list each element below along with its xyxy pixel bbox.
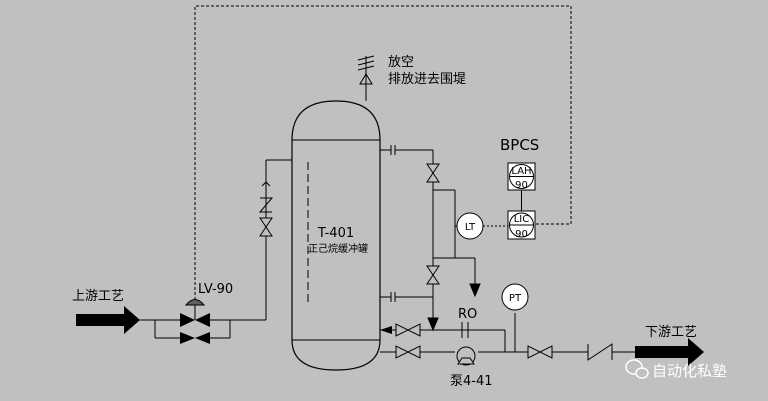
- vessel-t401[interactable]: [291, 100, 381, 371]
- lic-controller-instrument[interactable]: [507, 210, 536, 240]
- pt-code: PT: [509, 293, 522, 304]
- lic-code: LIC: [514, 214, 530, 225]
- bridle-lower-valve-icon[interactable]: [426, 265, 440, 285]
- lt-code: LT: [465, 222, 476, 233]
- bridle-upper-valve-icon[interactable]: [426, 163, 440, 183]
- bypass-valve-icon[interactable]: [180, 332, 210, 344]
- lah-code: LAH: [511, 166, 531, 177]
- pump-icon[interactable]: [456, 346, 476, 366]
- downstream-label: 下游工艺: [645, 325, 697, 340]
- upstream-arrow-icon: [76, 306, 140, 334]
- vent-destination: 排放进去围堤: [388, 72, 466, 87]
- pump-suction-valve-icon[interactable]: [395, 345, 421, 359]
- lic-number: 90: [515, 229, 528, 240]
- bridle-drain-arrow-icon: [427, 317, 439, 332]
- discharge-check-valve-icon[interactable]: [587, 343, 613, 361]
- vessel-tag: T-401: [317, 226, 354, 241]
- check-valve-icon[interactable]: [258, 197, 274, 213]
- pump-tag: 泵4-41: [450, 374, 493, 389]
- bpcs-label: BPCS: [500, 136, 539, 154]
- inlet-isolation-valve-icon[interactable]: [259, 217, 273, 237]
- pressure-transmitter[interactable]: [501, 283, 529, 311]
- vent-label: 放空: [388, 55, 414, 70]
- vent-line: [357, 55, 375, 101]
- lv90-tag: LV-90: [198, 282, 233, 297]
- lv90-actuator-icon: [184, 299, 206, 306]
- level-transmitter-drain-arrow-icon: [469, 283, 481, 298]
- inlet-piping: [140, 159, 292, 339]
- minflow-valve-icon[interactable]: [395, 323, 421, 337]
- wechat-logo-icon: [625, 359, 649, 379]
- ro-tag: RO: [458, 307, 477, 322]
- lah-number: 90: [515, 180, 528, 191]
- control-signal-line: [194, 5, 572, 300]
- vent-arrow-icon: [261, 181, 271, 192]
- level-transmitter[interactable]: [455, 212, 508, 240]
- vessel-name: 正己烷缓冲罐: [308, 242, 368, 255]
- discharge-valve-icon[interactable]: [527, 345, 553, 359]
- vent-relief-icon: [359, 73, 373, 85]
- watermark-text: 自动化私塾: [652, 362, 727, 380]
- restriction-orifice-icon: [461, 322, 469, 338]
- upstream-label: 上游工艺: [72, 289, 124, 304]
- downstream-arrow-icon: [635, 338, 704, 366]
- minflow-arrow-icon: [380, 326, 392, 334]
